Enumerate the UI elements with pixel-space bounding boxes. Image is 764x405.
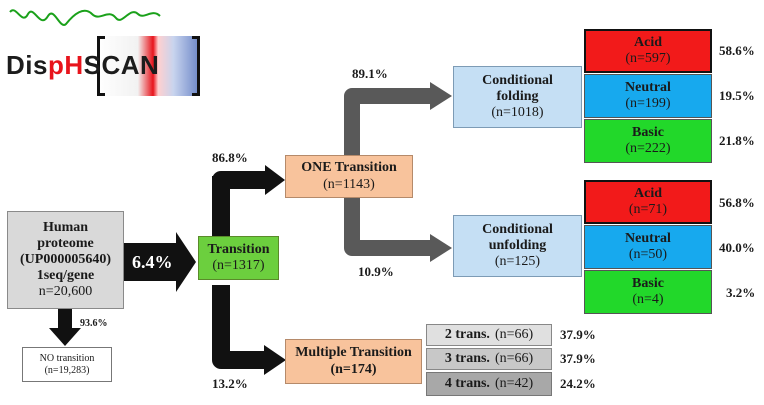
fold-acid-label: Acid [634, 34, 662, 50]
logo-ph: pH [47, 50, 84, 80]
unfolding-line2: unfolding [488, 237, 547, 253]
human-line3: (UP000005640) [20, 251, 111, 267]
unfolding-line1: Conditional [482, 221, 553, 237]
human-line4: 1seq/gene [36, 268, 95, 284]
arrow-transition-to-multi-head [264, 345, 286, 375]
fold-acid-n: (n=597) [625, 51, 671, 66]
fold-basic-box: Basic (n=222) [584, 119, 712, 163]
unfold-basic-label: Basic [632, 275, 664, 291]
unfold-acid-label: Acid [634, 185, 662, 201]
pct-multi: 13.2% [212, 376, 248, 391]
human-line2: proteome [37, 235, 94, 251]
human-line1: Human [42, 219, 89, 235]
logo-scan: SCAN [83, 50, 160, 80]
unfold-basic-pct: 3.2% [726, 285, 756, 300]
folding-line2: folding [496, 88, 539, 104]
logo-bracket-left [97, 36, 105, 96]
pct-one: 86.8% [212, 150, 248, 165]
logo-dis: Dis [6, 50, 48, 80]
human-proteome-box: Human proteome (UP000005640) 1seq/gene n… [7, 211, 124, 309]
pct-no-transition: 93.6% [80, 318, 108, 329]
pct-main: 6.4% [132, 252, 173, 272]
fold-basic-n: (n=222) [625, 141, 671, 156]
logo-squiggle [9, 9, 161, 26]
no-transition-title: NO transition [39, 353, 95, 364]
unfolding-box: Conditional unfolding (n=125) [453, 215, 582, 277]
transition-box: Transition (n=1317) [198, 236, 279, 280]
unfold-neutral-label: Neutral [625, 230, 671, 246]
multi-3-box: 3 trans. (n=66) [426, 348, 552, 370]
unfold-neutral-box: Neutral (n=50) [584, 225, 712, 269]
multi-2-box: 2 trans. (n=66) [426, 324, 552, 346]
arrow-human-to-no-transition [49, 309, 81, 346]
fold-acid-box: Acid (n=597) [584, 29, 712, 73]
no-transition-box: NO transition (n=19,283) [22, 347, 112, 382]
multi-4-pct: 24.2% [560, 376, 596, 391]
multi-2-n: (n=66) [494, 326, 534, 342]
multi-4-label: 4 trans. [444, 375, 490, 391]
fold-basic-pct: 21.8% [719, 133, 755, 148]
unfolding-n: (n=125) [494, 254, 541, 270]
logo-bracket-right [192, 36, 200, 96]
fold-neutral-n: (n=199) [625, 96, 671, 111]
no-transition-n: (n=19,283) [44, 364, 90, 376]
arrow-transition-to-one-stroke [212, 171, 265, 236]
unfold-basic-box: Basic (n=4) [584, 270, 712, 314]
one-n: (n=1143) [323, 176, 375, 192]
multi-4-n: (n=42) [494, 375, 534, 391]
logo-scan-bracket [97, 36, 199, 96]
logo: DispHSCAN [6, 50, 159, 81]
arrow-one-to-folding-head [430, 82, 452, 110]
arrow-transition-to-multi-stroke [212, 285, 268, 369]
arrow-one-to-unfolding-stroke [344, 198, 432, 256]
multi-n: (n=174) [330, 361, 377, 377]
fold-neutral-label: Neutral [625, 79, 671, 95]
fold-neutral-pct: 19.5% [719, 88, 755, 103]
human-line5: n=20,600 [38, 284, 93, 300]
folding-n: (n=1018) [491, 105, 544, 121]
one-transition-box: ONE Transition (n=1143) [285, 155, 413, 198]
folding-box: Conditional folding (n=1018) [453, 66, 582, 128]
unfold-neutral-pct: 40.0% [719, 240, 755, 255]
unfold-acid-box: Acid (n=71) [584, 180, 712, 224]
transition-n: (n=1317) [212, 258, 265, 273]
multi-3-label: 3 trans. [444, 350, 490, 366]
fold-basic-label: Basic [632, 124, 664, 140]
pct-unfolding: 10.9% [358, 264, 394, 279]
multi-2-pct: 37.9% [560, 327, 596, 342]
arrow-one-to-folding-stroke [344, 88, 432, 158]
fold-neutral-box: Neutral (n=199) [584, 74, 712, 118]
unfold-acid-pct: 56.8% [719, 195, 755, 210]
multi-2-label: 2 trans. [444, 326, 490, 342]
arrow-one-to-unfolding-head [430, 234, 452, 262]
unfold-acid-n: (n=71) [628, 202, 668, 217]
arrow-human-to-transition [123, 232, 196, 292]
multi-title: Multiple Transition [295, 345, 412, 361]
multi-3-n: (n=66) [494, 350, 534, 366]
multi-3-pct: 37.9% [560, 351, 596, 366]
folding-line1: Conditional [482, 72, 553, 88]
one-title: ONE Transition [301, 160, 397, 176]
unfold-neutral-n: (n=50) [628, 247, 668, 262]
multi-4-box: 4 trans. (n=42) [426, 372, 552, 396]
unfold-basic-n: (n=4) [632, 292, 664, 307]
multiple-transition-box: Multiple Transition (n=174) [285, 339, 422, 384]
fold-acid-pct: 58.6% [719, 43, 755, 58]
pct-folding: 89.1% [352, 66, 388, 81]
transition-title: Transition [207, 241, 270, 257]
